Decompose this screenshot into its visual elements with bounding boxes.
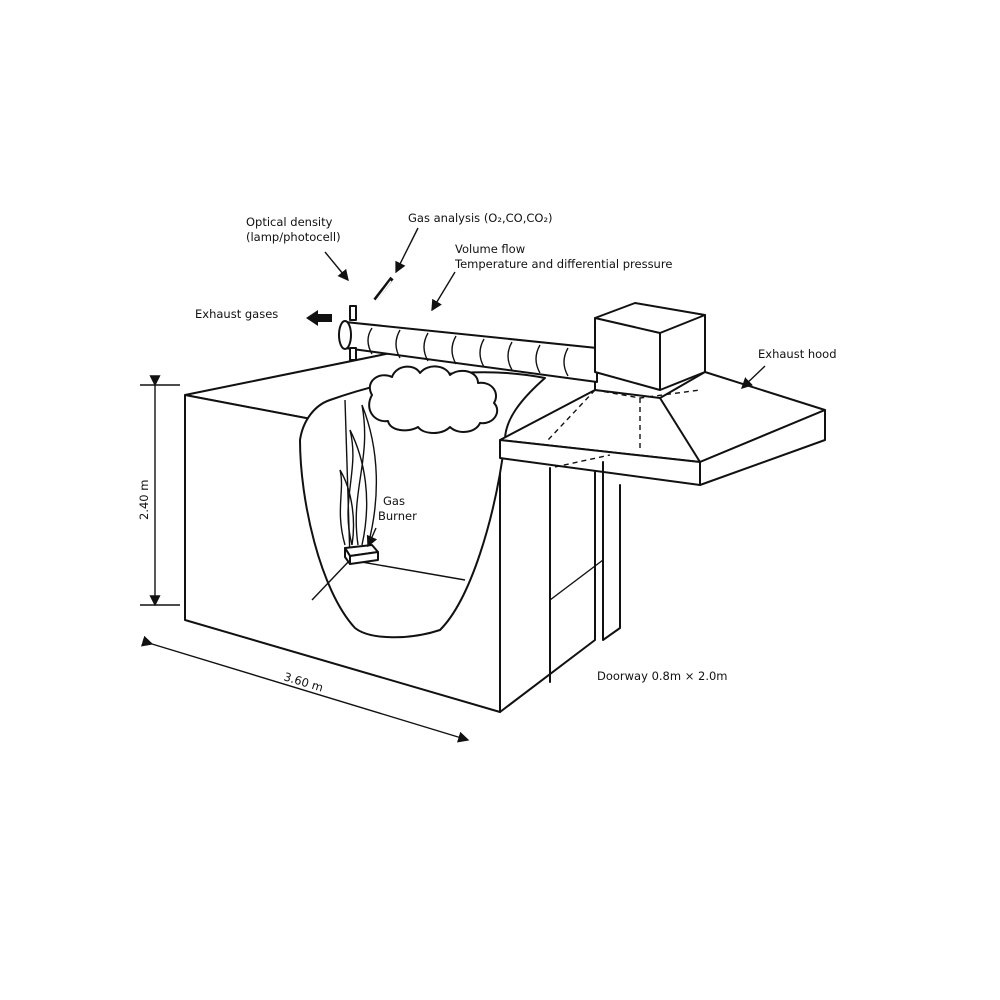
gas-analysis-label: Gas analysis (O₂,CO,CO₂) xyxy=(408,211,553,225)
exhaust-gases-label: Exhaust gases xyxy=(195,307,278,321)
gas-burner-icon xyxy=(344,544,379,565)
exhaust-duct xyxy=(338,276,598,383)
exhaust-hood xyxy=(499,302,826,486)
exhaust-arrow-icon xyxy=(306,310,332,326)
temperature-pressure-label: Temperature and differential pressure xyxy=(454,257,672,271)
height-label: 2.40 m xyxy=(137,480,151,520)
volume-flow-label: Volume flow xyxy=(455,242,525,256)
flame-icon xyxy=(339,404,378,546)
length-dimension xyxy=(140,635,470,743)
smoke-cloud-icon xyxy=(368,365,499,434)
length-label: 3.60 m xyxy=(282,669,325,694)
height-dimension xyxy=(140,375,180,607)
optical-density-label: Optical density xyxy=(246,215,333,229)
doorway xyxy=(549,461,621,683)
gas-burner-sublabel: Burner xyxy=(378,509,417,523)
optical-density-sublabel: (lamp/photocell) xyxy=(246,230,341,244)
doorway-label: Doorway 0.8m × 2.0m xyxy=(597,669,728,683)
exhaust-hood-label: Exhaust hood xyxy=(758,347,837,361)
leader-lines xyxy=(324,227,766,548)
gas-burner-label: Gas xyxy=(383,494,405,508)
